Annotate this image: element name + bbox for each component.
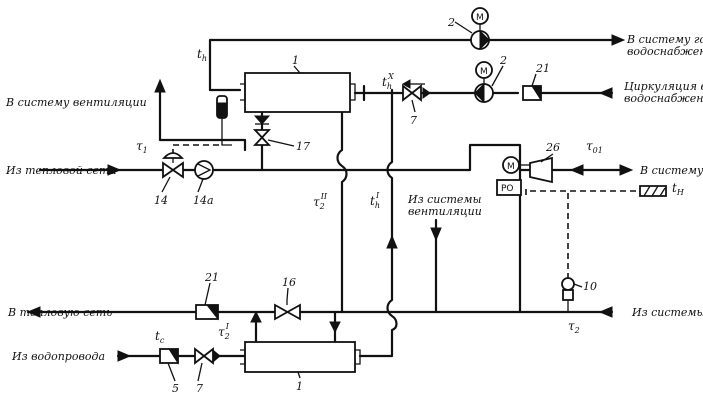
arrow-ventilation-out (154, 78, 166, 93)
valve-17 (252, 129, 272, 146)
label-circulation: Циркуляция в (624, 80, 703, 93)
label-to-ventilation: В систему вентиляции (5, 96, 147, 109)
motor-mid-label: M (480, 67, 488, 77)
label-from-system-right: Из системы (631, 306, 703, 319)
arrow-system-out (619, 164, 634, 176)
label-to-system-right: В систему о (639, 164, 703, 177)
motor-26-label: M (507, 162, 515, 172)
arrow-branch-up (250, 310, 262, 323)
num-meter-21-bottom: 21 (204, 271, 219, 284)
arrow-ventilation-down (430, 227, 442, 242)
symbol-t-h: th (197, 47, 207, 63)
motor-top-icon (471, 7, 489, 25)
arrow-branch-down (329, 321, 341, 334)
label-to-heat-network: В тепловую сеть (7, 306, 112, 319)
heat-exchanger-bottom (244, 341, 356, 373)
num-hx-bottom: 1 (296, 380, 303, 393)
arrow-supply-mid (569, 164, 584, 176)
num-pump-top: 2 (447, 16, 455, 29)
num-valve-7-bottom: 7 (196, 382, 203, 395)
label-to-city-water-2: водоснабжения (627, 45, 703, 58)
label-from-water-supply: Из водопровода (11, 350, 105, 363)
valve-14 (162, 161, 184, 179)
thermometer-stem (221, 118, 232, 146)
num-valve-16: 16 (282, 276, 296, 289)
label-from-ventilation-2: вентиляции (408, 205, 482, 218)
label-to-city-water: В систему гор (626, 33, 703, 46)
arrow-heat-in (107, 164, 122, 176)
pump-14a (194, 160, 214, 180)
valve-7-top (402, 84, 422, 102)
num-valve-14: 14 (154, 194, 168, 207)
arrow-riser-up (386, 234, 398, 249)
symbol-tau2: τ2 (568, 319, 580, 335)
arrow-circulation-in (598, 87, 613, 99)
hot-water-supply-pipe (208, 38, 614, 92)
arrow-circulation-dir-head (401, 79, 411, 89)
control-line-outdoor (525, 188, 640, 278)
valve-16 (274, 303, 301, 321)
symbol-t-n: tH (672, 181, 685, 197)
num-pump-mid: 2 (499, 54, 507, 67)
heat-supply-pipe (38, 143, 532, 172)
symbol-t-h-i: thI (370, 191, 380, 210)
ventilation-supply-pipe (158, 90, 247, 152)
num-meter-21-top: 21 (535, 62, 550, 75)
check-valve-top (422, 87, 431, 99)
arrow-system-in (598, 306, 613, 318)
label-from-heat-network: Из тепловой сети (5, 164, 117, 177)
label-from-ventilation: Из системы (407, 193, 482, 206)
heat-exchanger-top (244, 72, 351, 113)
symbol-tau2-ii: τ2II (313, 192, 328, 211)
num-valve-7-top: 7 (410, 114, 417, 127)
regulator-po-box (496, 179, 522, 196)
control-line-valve14 (172, 144, 222, 155)
regulator-po-label: PO (501, 184, 514, 194)
sensor-10 (561, 277, 575, 291)
symbol-tau01: τ01 (586, 139, 603, 155)
valve-7-bottom (194, 347, 214, 365)
symbol-tau2-i: τ2I (218, 322, 230, 341)
num-meter-5: 5 (172, 382, 179, 395)
num-valve-17: 17 (296, 140, 310, 153)
num-regulator-26: 26 (545, 141, 560, 154)
num-pump-14a: 14a (193, 194, 214, 207)
num-sensor-10: 10 (583, 280, 597, 293)
motor-top-label: M (476, 13, 484, 23)
symbol-t-c: tc (155, 329, 165, 345)
pump-top-wedge (479, 29, 490, 51)
arrow-cold-water-in (117, 350, 132, 362)
riser-th-i (386, 88, 398, 357)
label-circulation-2: водоснабжени (624, 92, 703, 105)
num-hx-top: 1 (292, 54, 299, 67)
pump-mid-wedge (474, 82, 485, 104)
valve-14-actuator (161, 152, 185, 159)
arrow-hot-water-out (611, 34, 626, 46)
symbol-t-h-x: thX (382, 72, 394, 91)
motor-mid-icon (475, 61, 493, 79)
riser-tau2-ii (336, 110, 348, 314)
symbol-tau1: τ1 (136, 139, 148, 155)
arrow-heat-return-out (26, 306, 41, 318)
